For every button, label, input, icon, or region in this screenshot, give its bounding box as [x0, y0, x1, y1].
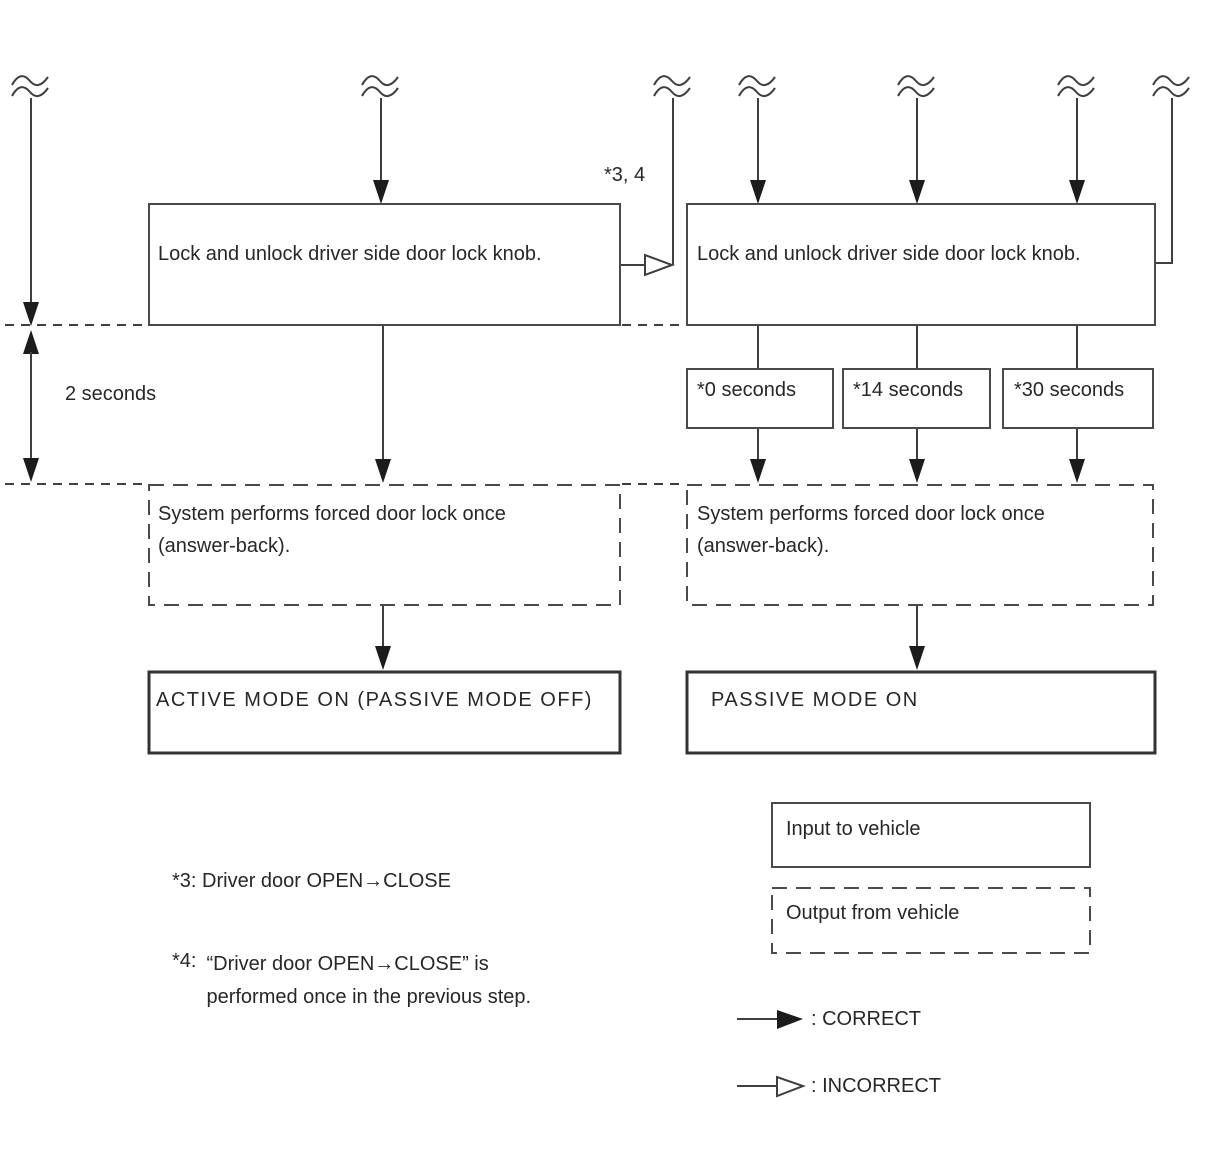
break-mark-icon — [361, 75, 399, 98]
footnote-4-line2: performed once in the previous step. — [206, 986, 532, 1008]
arrowhead-icon — [375, 459, 391, 483]
arrowhead-icon — [23, 302, 39, 326]
break-mark-icon — [11, 75, 49, 98]
legend-input-label: Input to vehicle — [786, 818, 921, 840]
arrowhead-icon — [909, 180, 925, 204]
legend-input-box — [771, 802, 1091, 868]
active-mode-box — [147, 670, 622, 755]
trigger-box-right — [686, 203, 1156, 326]
arrowhead-icon — [909, 459, 925, 483]
break-mark-icon — [738, 75, 776, 98]
passive-mode-box — [685, 670, 1157, 755]
interval-label: 2 seconds — [65, 383, 157, 405]
footnote-4-marker: *4: — [172, 950, 197, 972]
arrowhead-icon — [23, 458, 39, 482]
answer-back-label-left: System performs forced door lock once (a… — [158, 503, 506, 557]
active-mode-label: ACTIVE MODE ON (PASSIVE MODE OFF) — [156, 689, 593, 711]
legend-output-label: Output from vehicle — [786, 902, 960, 924]
footnote-3: *3: Driver door OPEN→CLOSE — [172, 870, 451, 892]
arrowhead-icon — [777, 1010, 803, 1029]
connector-note-label: *3, 4 — [604, 164, 646, 186]
break-mark-icon — [897, 75, 935, 98]
arrowhead-icon — [23, 330, 39, 354]
return-line — [1155, 98, 1173, 264]
answer-back-box-right — [686, 484, 1154, 606]
answer-back-box-left — [148, 484, 621, 606]
arrowhead-icon — [909, 646, 925, 670]
arrowhead-icon — [750, 459, 766, 483]
footnote-4: *4: “Driver door OPEN→CLOSE” is performe… — [172, 948, 531, 1014]
arrowhead-icon — [1069, 459, 1085, 483]
footnote-4-line1: “Driver door OPEN→CLOSE” is — [206, 953, 489, 975]
trigger-box-left — [148, 203, 621, 326]
timing-label-0s: *0 seconds — [697, 379, 796, 401]
timing-box-14s — [842, 368, 991, 429]
timing-box-30s — [1002, 368, 1154, 429]
passive-mode-label: PASSIVE MODE ON — [711, 689, 919, 711]
timing-box-0s — [686, 368, 834, 429]
trigger-label-right: Lock and unlock driver side door lock kn… — [697, 243, 1081, 265]
hollow-arrowhead-icon — [776, 1075, 806, 1098]
timing-label-14s: *14 seconds — [853, 379, 964, 401]
legend-correct-label: : CORRECT — [811, 1008, 921, 1030]
arrowhead-icon — [375, 646, 391, 670]
legend-output-box — [771, 887, 1091, 954]
arrowhead-icon — [373, 180, 389, 204]
break-mark-icon — [653, 75, 691, 98]
break-mark-icon — [1152, 75, 1190, 98]
legend-incorrect-label: : INCORRECT — [811, 1075, 941, 1097]
answer-back-label-right: System performs forced door lock once (a… — [697, 503, 1045, 557]
timing-label-30s: *30 seconds — [1014, 379, 1125, 401]
break-mark-icon — [1057, 75, 1095, 98]
hollow-arrowhead-icon — [644, 253, 675, 277]
trigger-label-left: Lock and unlock driver side door lock kn… — [158, 243, 542, 265]
arrowhead-icon — [750, 180, 766, 204]
footnote-4-text: “Driver door OPEN→CLOSE” is performed on… — [206, 948, 531, 1014]
arrowhead-icon — [1069, 180, 1085, 204]
